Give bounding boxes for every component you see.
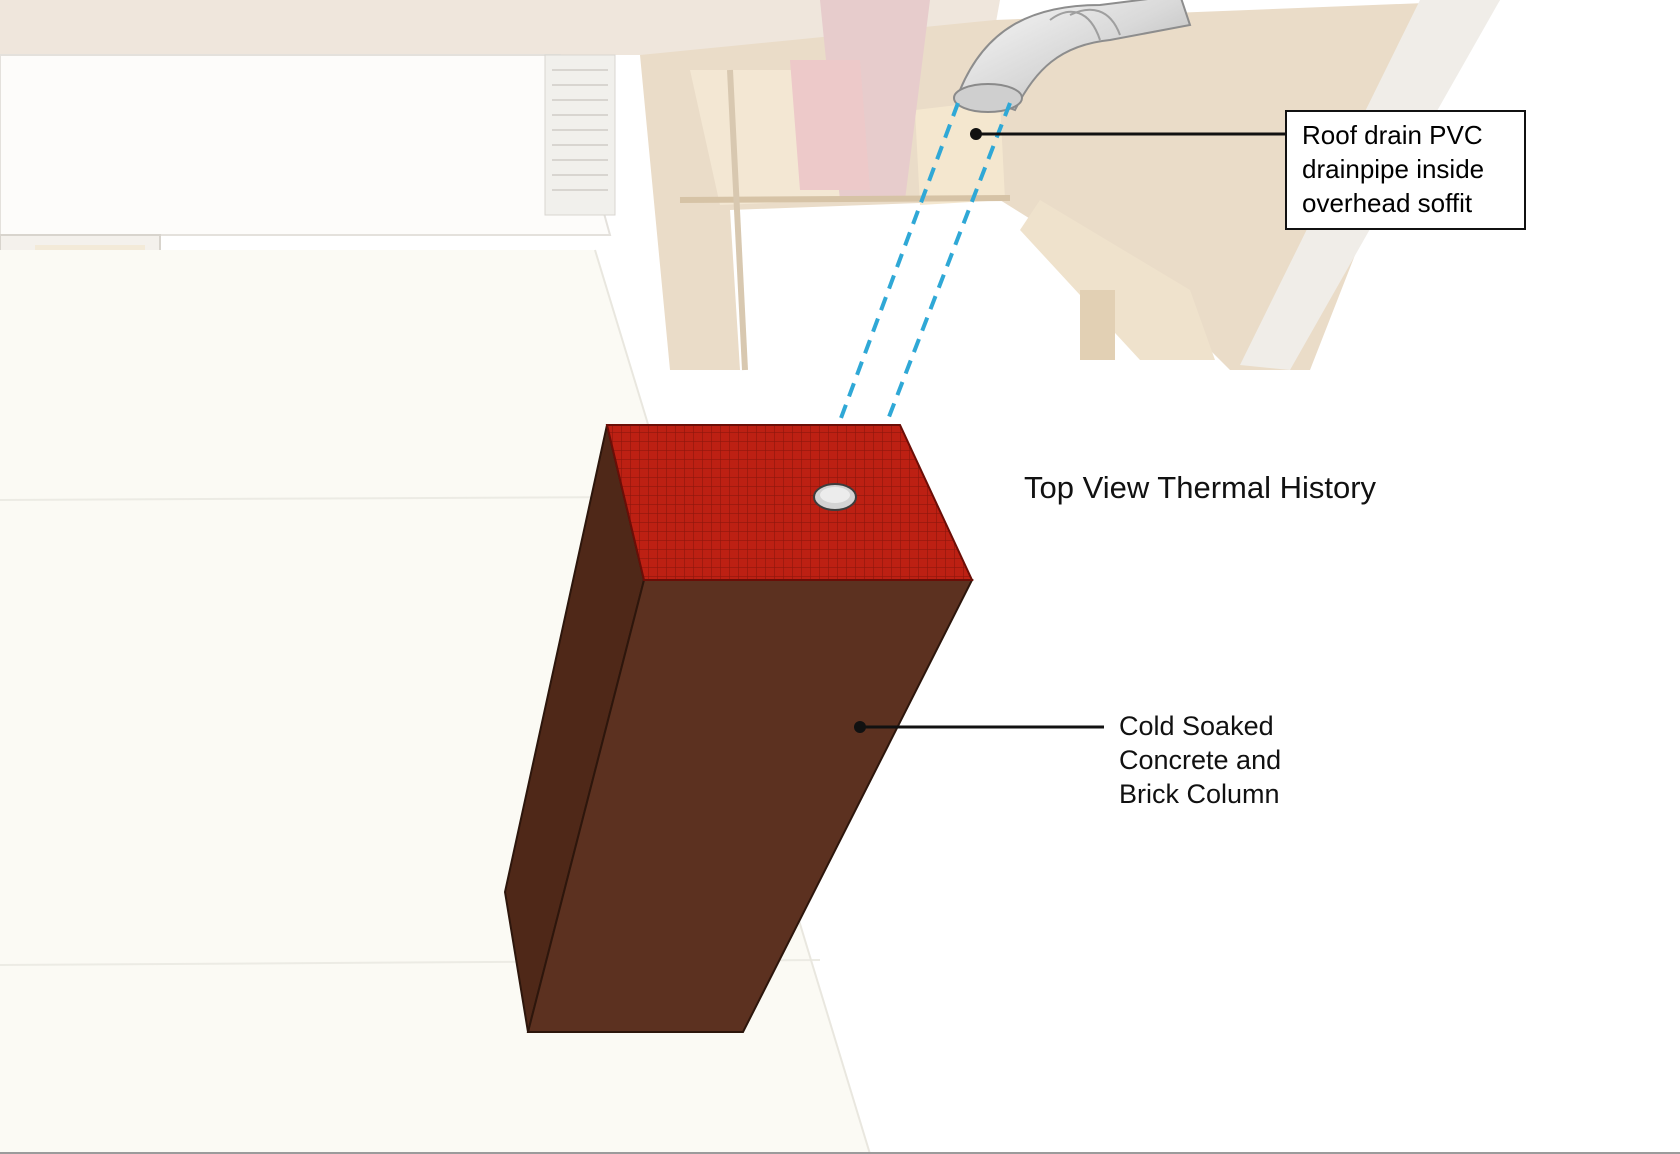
column-leader-dot — [854, 721, 866, 733]
callout-leaders — [854, 128, 1286, 733]
ceiling-soffit — [0, 0, 1000, 55]
vent-grille — [544, 54, 616, 216]
drainpipe-leader-dot — [970, 128, 982, 140]
drainpipe-callout-box: Roof drain PVC drainpipe inside overhead… — [1285, 110, 1526, 230]
column-callout-line-2: Concrete and — [1119, 745, 1282, 775]
drainpipe-callout-line-1: Roof drain PVC — [1302, 120, 1483, 150]
pvc-elbow-pipe — [953, 0, 1192, 113]
hidden-drainpipe-dashes — [816, 102, 1012, 506]
column-top-face — [605, 424, 974, 581]
pipe-outlet — [953, 83, 1023, 113]
drainpipe-callout-line-3: overhead soffit — [1302, 188, 1473, 218]
column-callout: Cold Soaked Concrete and Brick Column — [1119, 709, 1281, 811]
column-callout-line-3: Brick Column — [1119, 779, 1280, 809]
drainpipe-callout-line-2: drainpipe inside — [1302, 154, 1485, 184]
white-soffit-panel — [0, 54, 612, 236]
column-callout-line-1: Cold Soaked — [1119, 711, 1274, 741]
view-title: Top View Thermal History — [1024, 470, 1377, 505]
brick-column — [503, 424, 974, 1033]
